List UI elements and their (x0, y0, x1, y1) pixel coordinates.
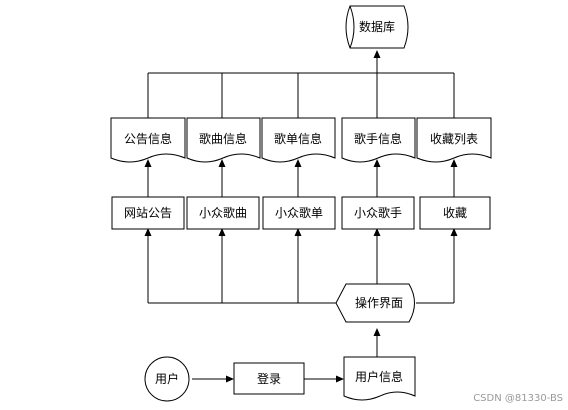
operation-ui-label: 操作界面 (355, 295, 403, 310)
announcement-info-label: 公告信息 (124, 131, 172, 146)
node-site-announcement: 网站公告 (111, 196, 185, 230)
node-favorites-list: 收藏列表 (416, 117, 492, 163)
watermark-text: CSDN @81330-BS (473, 393, 563, 404)
playlist-info-label: 歌单信息 (274, 131, 322, 146)
node-niche-playlists: 小众歌单 (262, 196, 336, 230)
arrowhead-to-favorites (450, 228, 458, 236)
user-label: 用户 (155, 371, 179, 386)
arrowhead-to-niche-singers (373, 228, 381, 236)
arrowhead-to-operation-ui (373, 328, 381, 336)
node-login: 登录 (233, 362, 305, 395)
niche-playlists-label: 小众歌单 (275, 205, 323, 220)
arrowhead-to-database (373, 50, 381, 58)
document-icon (261, 117, 336, 163)
display-icon (335, 283, 415, 323)
niche-singers-label: 小众歌手 (354, 205, 402, 220)
arrowhead-to-login (226, 375, 234, 383)
node-user: 用户 (144, 356, 190, 402)
database-label: 数据库 (359, 19, 395, 34)
song-info-label: 歌曲信息 (199, 131, 247, 146)
node-favorites: 收藏 (419, 196, 491, 230)
arrowhead-to-playlist-info (294, 159, 302, 167)
node-song-info: 歌曲信息 (186, 117, 261, 163)
node-user-info: 用户信息 (343, 356, 416, 401)
arrowheads (144, 50, 458, 383)
niche-songs-label: 小众歌曲 (199, 205, 247, 220)
arrowhead-to-niche-playlists (294, 228, 302, 236)
document-icon (110, 117, 186, 163)
document-icon (341, 117, 416, 163)
arrowhead-to-song-info (218, 159, 226, 167)
arrowhead-to-singer-info (373, 159, 381, 167)
arrowhead-to-user-info (336, 375, 344, 383)
node-database: 数据库 (345, 5, 409, 49)
document-icon (416, 117, 492, 163)
node-niche-songs: 小众歌曲 (186, 196, 260, 230)
node-operation-ui: 操作界面 (335, 283, 415, 323)
arrowhead-to-announcement-info (144, 159, 152, 167)
login-label: 登录 (257, 371, 281, 386)
node-playlist-info: 歌单信息 (261, 117, 336, 163)
arrowhead-to-niche-songs (218, 228, 226, 236)
user-info-label: 用户信息 (355, 369, 403, 384)
favorites-list-label: 收藏列表 (430, 132, 478, 146)
document-icon (186, 117, 261, 163)
arrowhead-to-site-announcement (144, 228, 152, 236)
favorites-label: 收藏 (443, 206, 467, 220)
site-announcement-label: 网站公告 (124, 206, 172, 220)
node-announcement-info: 公告信息 (110, 117, 186, 163)
arrowhead-to-favorites-list (450, 159, 458, 167)
singer-info-label: 歌手信息 (354, 131, 402, 146)
database-icon (345, 5, 409, 49)
connectors (147, 57, 455, 380)
document-icon (343, 356, 416, 401)
node-niche-singers: 小众歌手 (341, 196, 415, 230)
node-singer-info: 歌手信息 (341, 117, 416, 163)
